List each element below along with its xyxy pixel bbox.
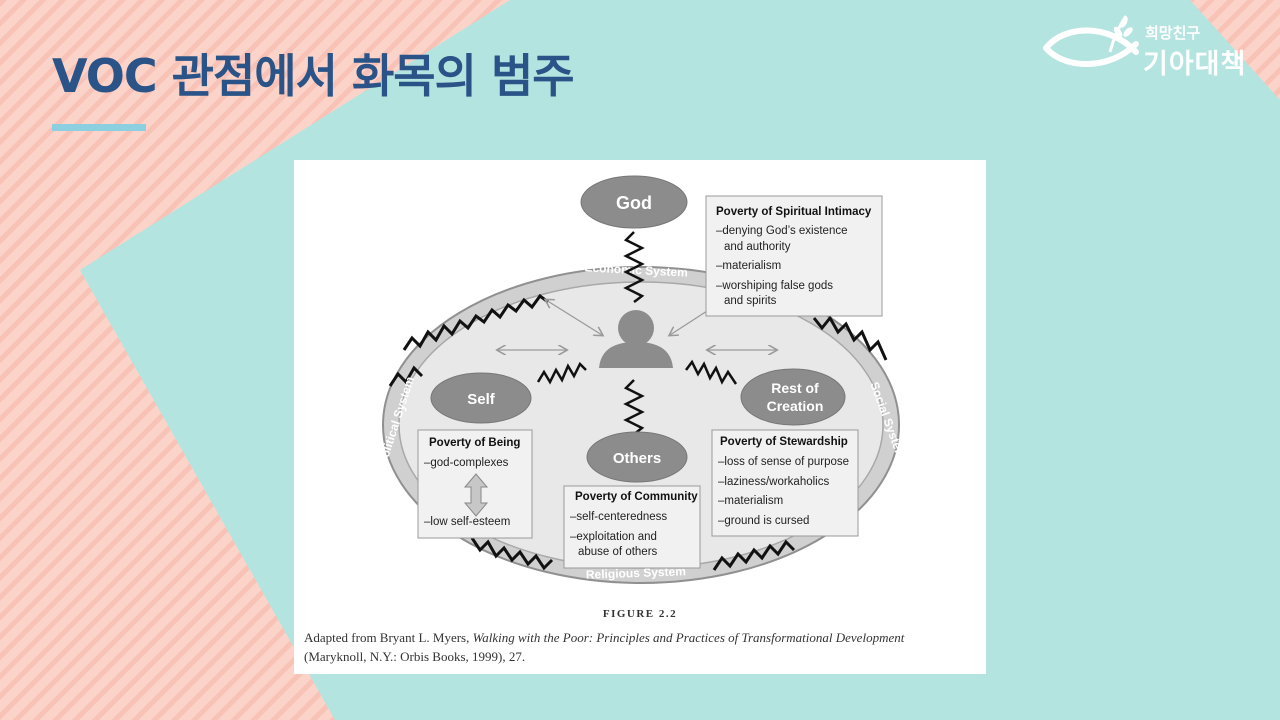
box-line: and spirits <box>724 295 777 307</box>
zigzag-person-others <box>623 379 645 435</box>
ring-zigzag-bottom-left <box>470 537 554 571</box>
logo-name: 기아대책 <box>1143 49 1247 80</box>
box-title: Poverty of Community <box>575 491 698 503</box>
reconciliation-diagram: Economic System Social System Religious … <box>375 175 908 584</box>
box-line: –self-centeredness <box>570 511 667 523</box>
box-line: –loss of sense of purpose <box>718 456 849 468</box>
box-line: –worshiping false gods <box>716 280 833 292</box>
fish-wheat-icon <box>1043 15 1139 67</box>
zigzag-god-person <box>623 231 645 303</box>
caption-book-title: Walking with the Poor: Principles and Pr… <box>472 630 905 645</box>
poverty-of-stewardship-box: Poverty of Stewardship –loss of sense of… <box>711 429 859 537</box>
others-node <box>586 431 688 483</box>
ring-zigzag-left <box>388 365 424 387</box>
god-label: God <box>616 193 652 213</box>
page-title: VOC 관점에서 화목의 범주 <box>52 49 575 103</box>
box-line: –god-complexes <box>424 457 509 469</box>
box-line: –materialism <box>716 260 781 272</box>
box-line: abuse of others <box>578 546 658 558</box>
economic-system-label: Economic System <box>584 260 688 279</box>
figure-caption: Adapted from Bryant L. Myers, Walking wi… <box>304 628 980 666</box>
box-line: –denying God’s existence <box>716 225 848 237</box>
religious-system-label: Religious System <box>586 564 686 581</box>
box-line: –exploitation and <box>570 531 657 543</box>
ring-zigzag-right <box>812 315 888 361</box>
figure-label: FIGURE 2.2 <box>602 608 678 620</box>
box-title: Poverty of Being <box>429 437 520 449</box>
ring-zigzag-bottom-right <box>712 539 796 571</box>
diagram-figure: Economic System Social System Religious … <box>294 160 986 674</box>
caption-prefix: Adapted from Bryant L. Myers, <box>304 630 473 645</box>
box-title: Poverty of Spiritual Intimacy <box>716 206 872 218</box>
box-line: –laziness/workaholics <box>718 476 829 488</box>
box-line: –ground is cursed <box>718 515 809 527</box>
person-icon <box>599 310 673 368</box>
arrow-upper-left <box>546 300 602 335</box>
poverty-of-community-box: Poverty of Community –self-centeredness … <box>563 485 701 569</box>
title-underline <box>52 124 146 131</box>
spiritual-intimacy-box: Poverty of Spiritual Intimacy –denying G… <box>705 195 883 317</box>
box-line: and authority <box>724 241 791 253</box>
zigzag-person-self <box>536 361 587 385</box>
self-node <box>430 372 532 424</box>
brand-logo: 희망친구 기아대책 <box>1040 8 1270 80</box>
others-label: Others <box>613 450 661 467</box>
poverty-of-being-box: Poverty of Being –god-complexes –low sel… <box>417 429 533 539</box>
box-title: Poverty of Stewardship <box>720 436 848 448</box>
creation-node <box>740 368 846 426</box>
box-line: –materialism <box>718 495 783 507</box>
double-arrow-icon <box>463 473 489 517</box>
creation-label-line2: Creation <box>767 398 824 414</box>
god-node <box>580 175 688 229</box>
zigzag-person-creation <box>685 359 738 385</box>
self-label: Self <box>467 391 496 408</box>
caption-suffix: (Maryknoll, N.Y.: Orbis Books, 1999), 27… <box>304 649 526 664</box>
box-line: –low self-esteem <box>424 516 510 528</box>
ring-zigzag-top-left <box>402 293 549 351</box>
creation-label-line1: Rest of <box>771 380 819 396</box>
logo-tagline: 희망친구 <box>1145 24 1201 42</box>
